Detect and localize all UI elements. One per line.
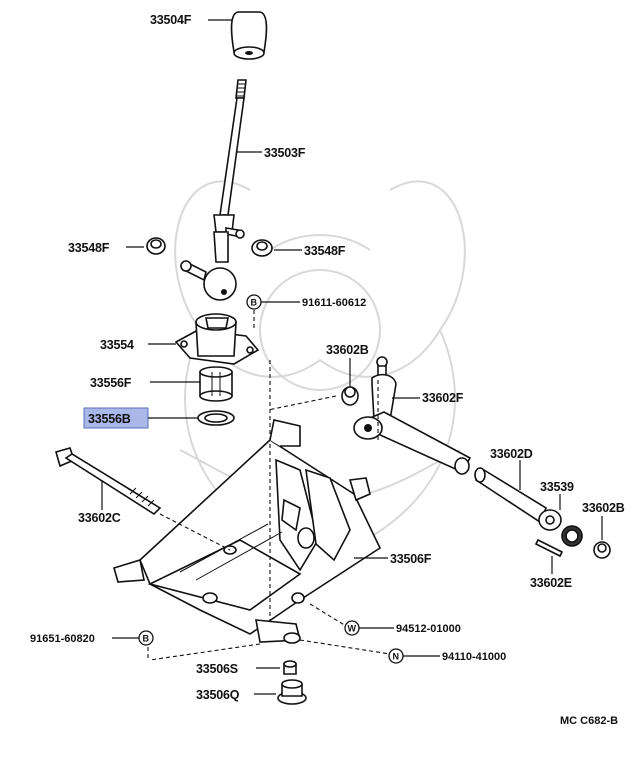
label-33556F: 33556F <box>90 376 132 390</box>
nut-right <box>593 541 611 559</box>
long-bolt <box>55 447 162 516</box>
label-33506S: 33506S <box>196 662 238 676</box>
label-33548F-left: 33548F <box>68 241 110 255</box>
label-33539: 33539 <box>540 480 574 494</box>
bushing-right <box>251 239 273 257</box>
selector-shaft <box>474 467 548 524</box>
label-33506Q: 33506Q <box>196 688 240 702</box>
label-33554: 33554 <box>100 338 134 352</box>
symbol-b-top-letter: B <box>251 298 258 308</box>
label-33602E: 33602E <box>530 576 572 590</box>
label-33548F-right: 33548F <box>304 244 346 258</box>
label-33602D: 33602D <box>490 447 533 461</box>
pin <box>534 538 564 558</box>
label-33503F: 33503F <box>264 146 306 160</box>
diagram-code: MC C682-B <box>560 715 618 727</box>
symbol-n-letter: N <box>393 652 400 662</box>
selector-lever <box>353 356 472 475</box>
shift-knob <box>230 11 268 60</box>
label-33602C: 33602C <box>78 511 121 525</box>
grommet <box>277 679 307 705</box>
label-33602F: 33602F <box>422 391 464 405</box>
small-bushing <box>283 660 297 675</box>
bushing-left <box>146 237 166 255</box>
spring-washer <box>538 509 583 547</box>
label-94110-41000: 94110-41000 <box>442 651 506 663</box>
label-94512-01000: 94512-01000 <box>396 623 461 635</box>
shift-lever <box>180 79 247 301</box>
watermark-emblem <box>174 180 466 562</box>
label-33602B-top: 33602B <box>326 343 369 357</box>
label-33504F: 33504F <box>150 13 192 27</box>
seat-bushing <box>199 366 233 402</box>
label-33556B[interactable]: 33556B <box>88 412 131 426</box>
bracket-housing <box>113 419 382 644</box>
label-33602B-right: 33602B <box>582 501 625 515</box>
label-33506F: 33506F <box>390 552 432 566</box>
label-91611-60612: 91611-60612 <box>302 297 366 309</box>
seat-ring <box>197 410 235 426</box>
symbol-w-letter: W <box>348 624 357 634</box>
label-91651-60820: 91651-60820 <box>30 633 95 645</box>
nut-top <box>341 386 359 406</box>
symbol-b-bottom-letter: B <box>143 634 150 644</box>
lever-seat <box>174 313 260 365</box>
